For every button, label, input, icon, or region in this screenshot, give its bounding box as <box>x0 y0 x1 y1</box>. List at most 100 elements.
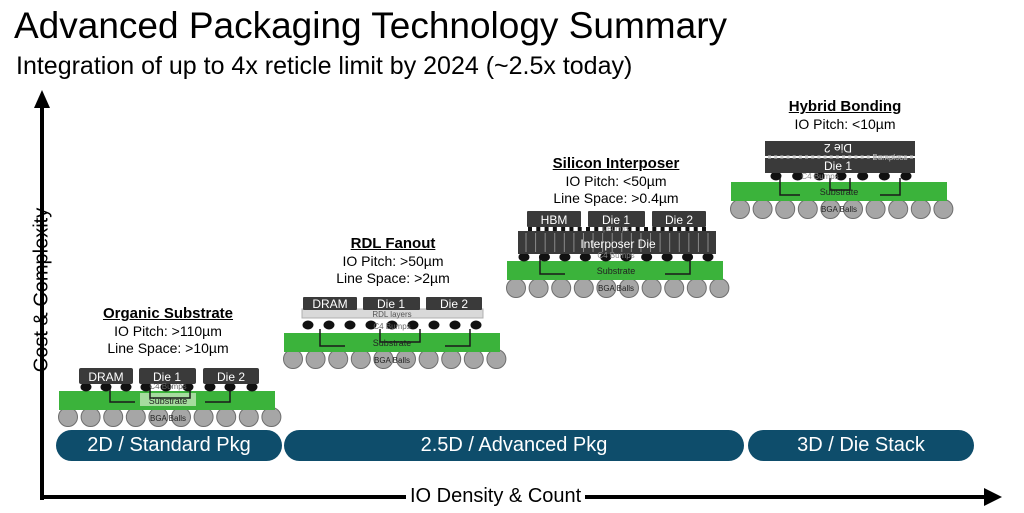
organic-substrate-label: Substrate <box>149 396 188 406</box>
bga-ball <box>58 407 78 427</box>
page-subtitle: Integration of up to 4x reticle limit by… <box>16 52 633 80</box>
bond-pad <box>897 155 901 159</box>
bga-ball <box>709 278 730 298</box>
c4-bump <box>302 320 314 330</box>
c4-bump <box>792 171 804 181</box>
interposer-die-2 <box>652 211 706 227</box>
bga-ball <box>775 199 796 219</box>
organic-die-2 <box>203 368 259 384</box>
bga-ball <box>328 349 349 369</box>
organic-die-1 <box>139 368 196 384</box>
band-2d-standard-pkg: 2D / Standard Pkg <box>56 430 282 461</box>
bond-pad <box>885 155 889 159</box>
c4-bump <box>182 382 194 392</box>
c4-bump <box>224 382 236 392</box>
rdl-io-pitch: IO Pitch: >50µm <box>342 253 444 269</box>
c4-bump <box>160 382 172 392</box>
micro-bump <box>586 227 590 231</box>
c4-bump <box>365 320 377 330</box>
interposer-die-hbm-label: HBM <box>541 213 568 227</box>
c4-bump <box>344 320 356 330</box>
hybrid-substrate-label: Substrate <box>820 187 859 197</box>
bond-pad <box>811 155 815 159</box>
micro-bump <box>619 227 624 231</box>
bga-ball <box>865 199 886 219</box>
c4-bump <box>620 252 632 262</box>
bond-pad <box>860 155 864 159</box>
bond-pad <box>842 155 846 159</box>
rdl-die-dram-label: DRAM <box>312 297 347 311</box>
c4-bump <box>407 320 419 330</box>
bond-pad <box>903 155 907 159</box>
bga-ball <box>686 278 707 298</box>
bga-ball <box>125 407 146 427</box>
hybrid-bonding-name: Hybrid Bonding <box>788 98 902 115</box>
micro-bump <box>668 227 673 231</box>
micro-bump <box>627 227 632 231</box>
hybrid-die-2 <box>765 141 915 156</box>
bga-ball <box>506 278 526 298</box>
micro-bump <box>528 227 532 231</box>
c4-bump <box>246 382 258 392</box>
micro-bump <box>594 227 599 231</box>
bond-pad <box>774 155 778 159</box>
c4-bump <box>428 320 440 330</box>
bga-ball <box>80 407 101 427</box>
bga-ball <box>463 349 484 369</box>
bga-ball <box>641 278 662 298</box>
silicon-interposer-name: Silicon Interposer <box>552 155 680 172</box>
hybrid-bonding-package: Die 2 Die 1 Bumpless C4 Bumps Substrate … <box>730 141 954 219</box>
silicon-interposer-heading: Silicon Interposer IO Pitch: <50µm Line … <box>553 155 680 207</box>
organic-c4-bumps-label: C4 Bumps <box>149 382 186 391</box>
organic-line-space: Line Space: >10µm <box>107 340 229 356</box>
silicon-interposer-package: HBM Die 1 Die 2 µBumps Interposer Die C4… <box>506 211 730 298</box>
rdl-die-1 <box>363 297 420 310</box>
bga-ball <box>350 349 371 369</box>
interposer-die <box>518 231 716 254</box>
bond-pad <box>823 155 827 159</box>
x-axis-label: IO Density & Count <box>406 484 586 508</box>
organic-die-dram <box>79 368 133 384</box>
bga-ball <box>283 349 303 369</box>
x-axis-arrowhead <box>984 488 1002 506</box>
organic-die-1-label: Die 1 <box>153 370 181 384</box>
bga-ball <box>261 407 282 427</box>
c4-bump <box>80 382 92 392</box>
band-3d-die-stack: 3D / Die Stack <box>748 430 974 461</box>
bga-ball <box>418 349 439 369</box>
micro-bump <box>693 227 698 231</box>
c4-bump <box>518 252 530 262</box>
c4-bump <box>538 252 550 262</box>
micro-bump <box>561 227 566 231</box>
rdl-c4-bumps <box>302 320 482 330</box>
rdl-c4-bumps-label: C4 Bumps <box>373 322 410 331</box>
bond-pad <box>786 155 790 159</box>
micro-bump <box>644 227 648 231</box>
interposer-die-label: Interposer Die <box>580 237 656 251</box>
bond-pad <box>872 155 876 159</box>
bga-ball <box>888 199 909 219</box>
rdl-substrate-label: Substrate <box>373 338 412 348</box>
bga-ball <box>797 199 818 219</box>
hybrid-die-1-label: Die 1 <box>824 159 852 173</box>
interposer-line-space: Line Space: >0.4µm <box>553 190 679 206</box>
bga-ball <box>238 407 259 427</box>
interposer-io-pitch: IO Pitch: <50µm <box>565 173 667 189</box>
interposer-bga-balls-label: BGA Balls <box>598 284 634 293</box>
rdl-die-2-label: Die 2 <box>440 297 468 311</box>
c4-bump <box>600 252 612 262</box>
rdl-die-dram <box>303 297 357 310</box>
bond-pad <box>848 155 852 159</box>
bond-pad <box>891 155 895 159</box>
bga-ball <box>441 349 462 369</box>
bga-ball <box>933 199 954 219</box>
interposer-die-1 <box>588 211 645 227</box>
interposer-routing-traces <box>539 257 691 275</box>
organic-c4-bumps <box>80 382 258 392</box>
organic-bga-balls <box>58 407 282 427</box>
rdl-bga-balls <box>283 349 507 369</box>
bond-pad <box>817 155 821 159</box>
micro-bump <box>602 227 607 231</box>
organic-die-2-label: Die 2 <box>217 370 245 384</box>
